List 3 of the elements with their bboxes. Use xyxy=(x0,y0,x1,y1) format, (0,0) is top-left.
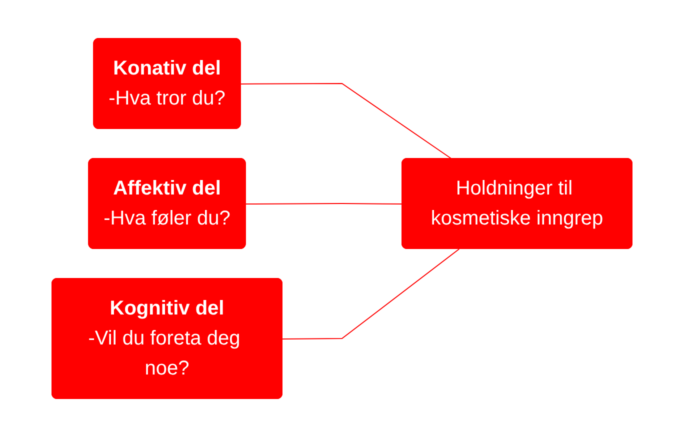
connector xyxy=(240,83,452,160)
connector xyxy=(245,203,403,204)
connector xyxy=(282,248,460,340)
